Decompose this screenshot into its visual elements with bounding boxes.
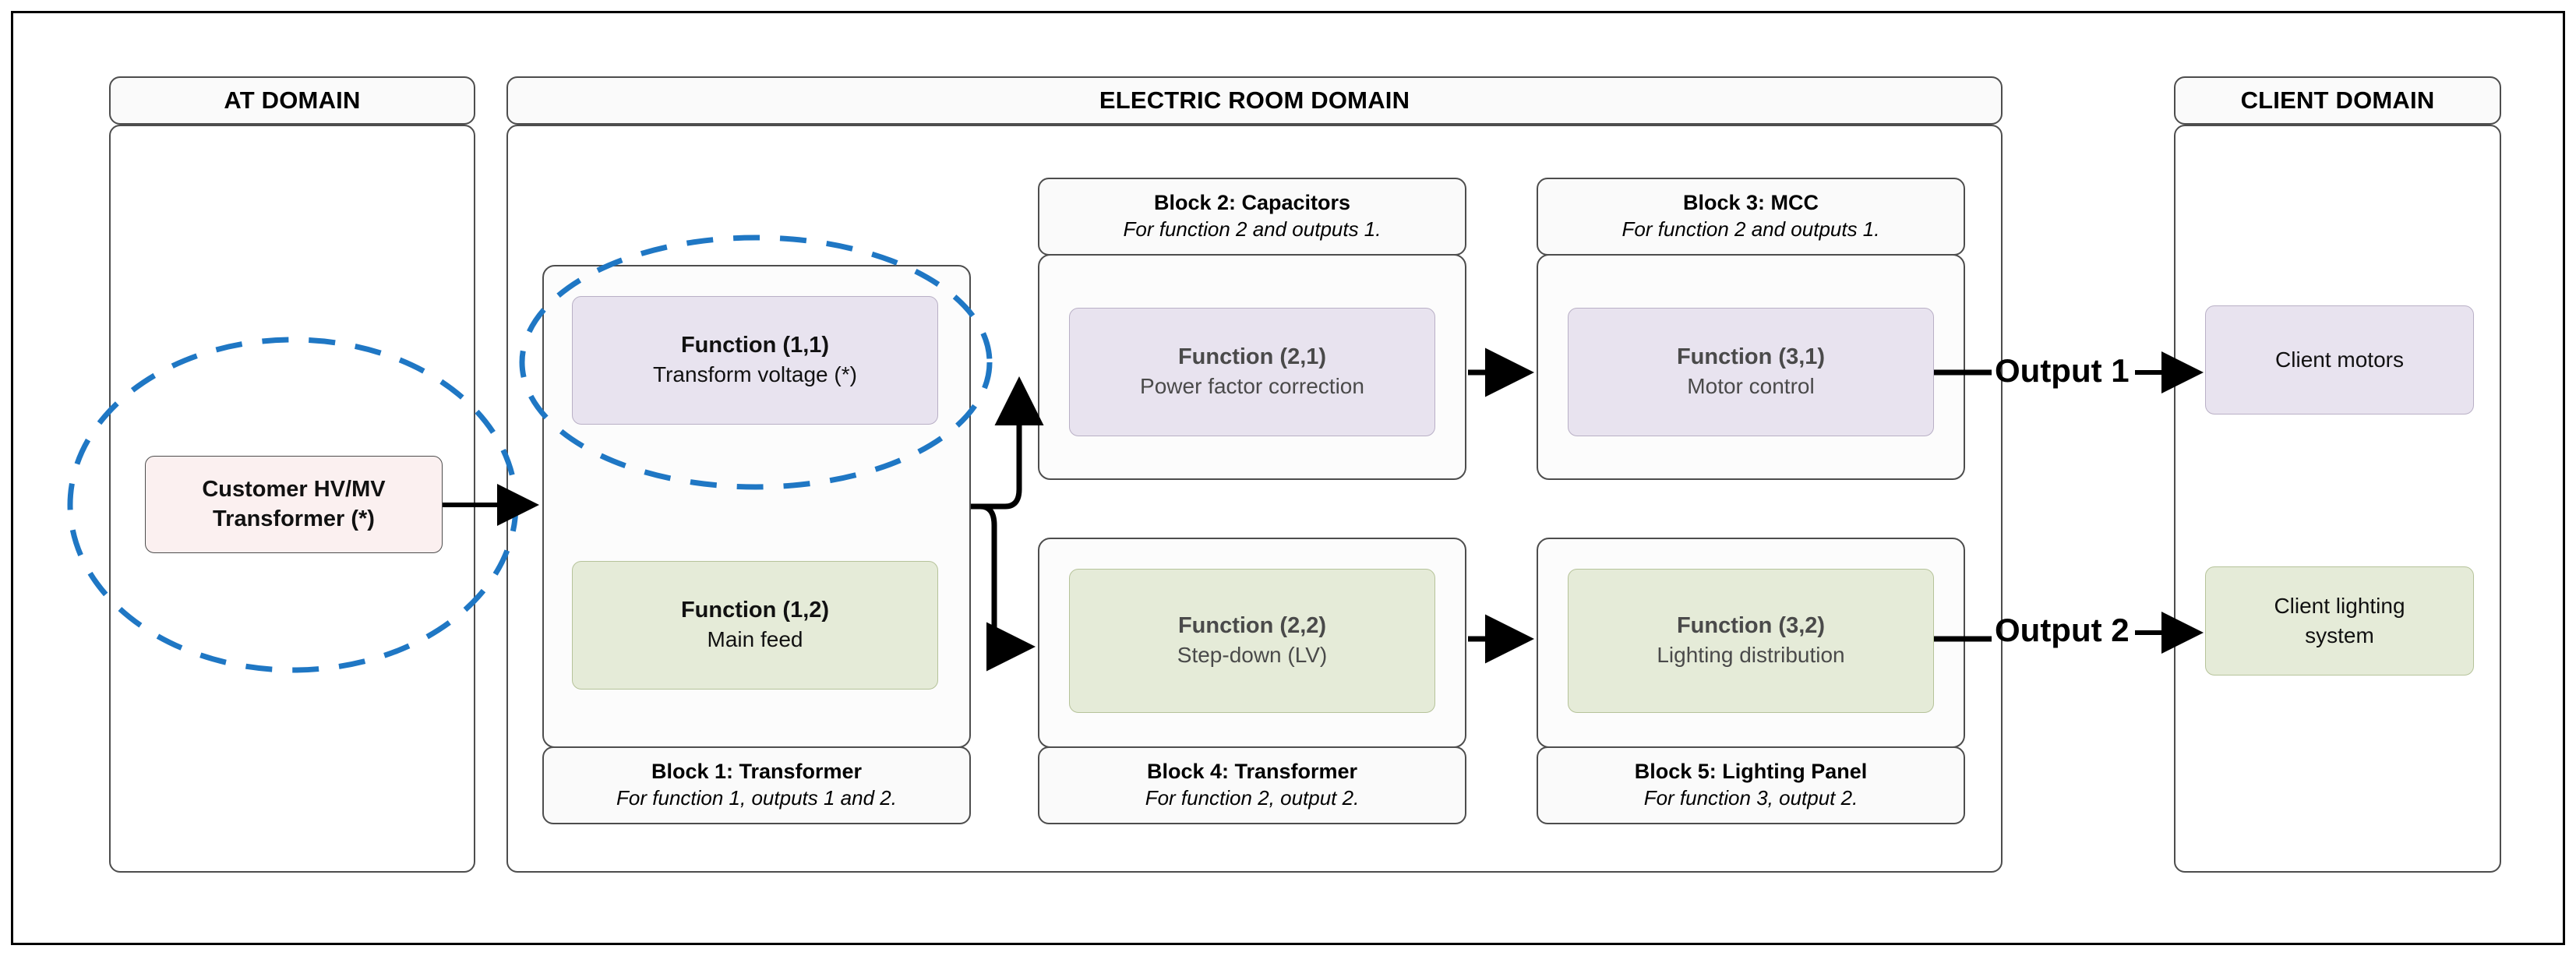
block2-title: Block 2: Capacitors [1153, 191, 1351, 215]
client-domain-header: CLIENT DOMAIN [2174, 76, 2501, 125]
function-1-2-card[interactable]: Function (1,2) Main feed [572, 561, 938, 690]
block4-caption: Block 4: Transformer For function 2, out… [1038, 746, 1466, 824]
function-3-1-title: Function (3,1) [1676, 344, 1826, 369]
block3-subtitle: For function 2 and outputs 1. [1621, 217, 1880, 241]
function-1-1-title: Function (1,1) [680, 332, 830, 358]
client-domain-title: CLIENT DOMAIN [2240, 86, 2435, 114]
client-lighting-label-line2: system [2305, 623, 2374, 647]
function-3-2-title: Function (3,2) [1676, 612, 1826, 638]
client-domain-body [2174, 125, 2501, 873]
block1-caption: Block 1: Transformer For function 1, out… [542, 746, 971, 824]
client-lighting-label-line1: Client lighting [2274, 594, 2405, 619]
function-1-1-subtitle: Transform voltage (*) [653, 362, 857, 387]
block3-title: Block 3: MCC [1682, 191, 1819, 215]
block4-title: Block 4: Transformer [1146, 760, 1358, 784]
function-3-2-subtitle: Lighting distribution [1657, 643, 1845, 668]
client-motors-label: Client motors [2275, 347, 2404, 372]
output-1-label: Output 1 [1995, 352, 2130, 389]
client-lighting-node[interactable]: Client lighting system [2205, 566, 2474, 676]
function-3-1-card[interactable]: Function (3,1) Motor control [1568, 308, 1934, 436]
function-1-1-card[interactable]: Function (1,1) Transform voltage (*) [572, 296, 938, 425]
at-domain-title: AT DOMAIN [224, 86, 361, 114]
function-1-2-title: Function (1,2) [680, 597, 830, 623]
electric-room-domain-title: ELECTRIC ROOM DOMAIN [1099, 86, 1410, 114]
function-2-2-card[interactable]: Function (2,2) Step-down (LV) [1069, 569, 1435, 713]
block1-subtitle: For function 1, outputs 1 and 2. [616, 785, 897, 810]
block2-subtitle: For function 2 and outputs 1. [1123, 217, 1382, 241]
electric-room-domain-header: ELECTRIC ROOM DOMAIN [506, 76, 2003, 125]
block5-caption: Block 5: Lighting Panel For function 3, … [1537, 746, 1965, 824]
at-domain-header: AT DOMAIN [109, 76, 475, 125]
function-2-1-title: Function (2,1) [1177, 344, 1327, 369]
customer-transformer-line1: Customer HV/MV [202, 476, 386, 502]
function-3-2-card[interactable]: Function (3,2) Lighting distribution [1568, 569, 1934, 713]
output-2-label: Output 2 [1995, 612, 2130, 648]
block4-subtitle: For function 2, output 2. [1145, 785, 1360, 810]
outer-frame [11, 11, 2565, 945]
block3-caption: Block 3: MCC For function 2 and outputs … [1537, 178, 1965, 256]
function-2-2-title: Function (2,2) [1177, 612, 1327, 638]
customer-transformer-node[interactable]: Customer HV/MV Transformer (*) [145, 456, 443, 553]
customer-transformer-line2: Transformer (*) [213, 506, 375, 531]
function-2-2-subtitle: Step-down (LV) [1177, 643, 1328, 668]
function-2-1-card[interactable]: Function (2,1) Power factor correction [1069, 308, 1435, 436]
block1-title: Block 1: Transformer [651, 760, 863, 784]
block5-title: Block 5: Lighting Panel [1634, 760, 1868, 784]
function-1-2-subtitle: Main feed [707, 627, 803, 652]
function-3-1-subtitle: Motor control [1687, 374, 1815, 399]
block5-subtitle: For function 3, output 2. [1643, 785, 1858, 810]
block2-caption: Block 2: Capacitors For function 2 and o… [1038, 178, 1466, 256]
function-2-1-subtitle: Power factor correction [1140, 374, 1364, 399]
client-motors-node[interactable]: Client motors [2205, 305, 2474, 415]
